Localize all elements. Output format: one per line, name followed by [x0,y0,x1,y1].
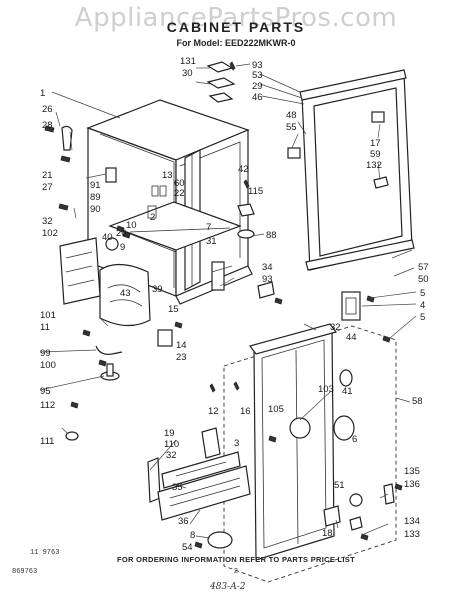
callout-22: 22 [174,188,185,199]
callout-88: 88 [266,230,277,241]
callout-32-b: 32 [330,322,341,333]
callout-31: 31 [206,236,217,247]
page-number: 2 [234,568,238,575]
callout-1: 1 [40,88,45,99]
middle-hinge-parts [237,179,283,305]
callout-18: 18 [322,528,333,539]
model-line: For Model: EED222MKWR-0 [176,38,296,48]
callout-95: 95 [40,386,51,397]
callout-5-b: 5 [420,312,425,323]
diagram-title: CABINET PARTS [166,19,306,35]
callout-32-c: 32 [166,450,177,461]
callout-12: 12 [208,406,219,417]
callout-27: 27 [42,182,53,193]
callout-48: 48 [286,110,297,121]
callout-90: 90 [90,204,101,215]
callout-20: 20 [116,228,127,239]
callout-16: 16 [240,406,251,417]
callout-46: 46 [252,92,263,103]
callout-102: 102 [42,228,58,239]
callout-34: 34 [262,262,273,273]
callout-101: 101 [40,310,56,321]
callout-10: 10 [126,220,137,231]
callout-44: 44 [346,332,357,343]
callout-112: 112 [40,400,55,411]
callout-131: 131 [180,56,196,67]
callout-51: 51 [334,480,345,491]
diagram-code-left: 11 9763 [30,549,60,557]
callout-50: 50 [418,274,429,285]
callout-115: 115 [248,186,263,197]
callout-58: 58 [412,396,423,407]
callout-42: 42 [238,164,249,175]
watermark: AppliancePartsPros.com [74,3,398,33]
handwritten-note: 483-A-2 [210,582,246,592]
callout-5-a: 5 [420,288,425,299]
callout-15: 15 [168,304,179,315]
fasteners-left [44,125,183,441]
callout-110: 110 [164,439,179,450]
door-gasket-frame [287,69,415,271]
callout-53: 53 [252,70,263,81]
callout-91: 91 [90,180,101,191]
right-hinge-assembly [341,291,391,343]
callout-26: 26 [42,104,53,115]
callout-36: 36 [178,516,189,527]
callout-134: 134 [404,516,420,527]
top-hinge-parts [206,61,236,103]
callout-60: 60 [174,178,185,189]
callout-39: 39 [152,284,163,295]
callout-43: 43 [120,288,131,299]
cabinet-body [59,99,253,327]
callout-103: 103 [318,384,334,395]
ordering-footer: FOR ORDERING INFORMATION REFER TO PARTS … [117,555,355,564]
callout-105: 105 [268,404,284,415]
callout-4: 4 [420,300,425,311]
callout-7: 7 [206,222,211,233]
callout-32-a: 32 [42,216,53,227]
leader-lines [39,63,417,539]
callout-59: 59 [370,149,381,160]
callout-17: 17 [370,138,381,149]
callout-3: 3 [234,438,239,449]
callout-93-b: 93 [262,274,273,285]
callout-136: 136 [404,479,420,490]
callout-40: 40 [102,232,113,243]
front-door [223,323,403,583]
callout-23: 23 [176,352,187,363]
callout-89: 89 [90,192,101,203]
callout-93-a: 93 [252,60,263,71]
callout-57: 57 [418,262,429,273]
callout-2: 2 [150,212,155,223]
callout-6: 6 [352,434,357,445]
callout-99: 99 [40,348,51,359]
callout-111: 111 [40,436,54,447]
callout-54: 54 [182,542,193,553]
callout-55: 55 [286,122,297,133]
callout-133: 133 [404,529,420,540]
callout-8: 8 [190,530,195,541]
callout-19: 19 [164,428,175,439]
diagram-code-bottom: 869763 [12,568,38,576]
callout-132: 132 [366,160,382,171]
callout-9: 9 [120,242,125,253]
callout-35: 35 [172,482,183,493]
callout-30: 30 [182,68,193,79]
callout-labels: 1 26 28 21 27 91 89 90 13 60 22 2 32 102… [40,56,429,553]
callout-29: 29 [252,81,263,92]
callout-13: 13 [162,170,173,181]
callout-41: 41 [342,386,353,397]
callout-100: 100 [40,360,56,371]
callout-135: 135 [404,466,420,477]
callout-14: 14 [176,340,187,351]
callout-21: 21 [42,170,53,181]
callout-28: 28 [42,120,53,131]
callout-11: 11 [40,322,50,333]
